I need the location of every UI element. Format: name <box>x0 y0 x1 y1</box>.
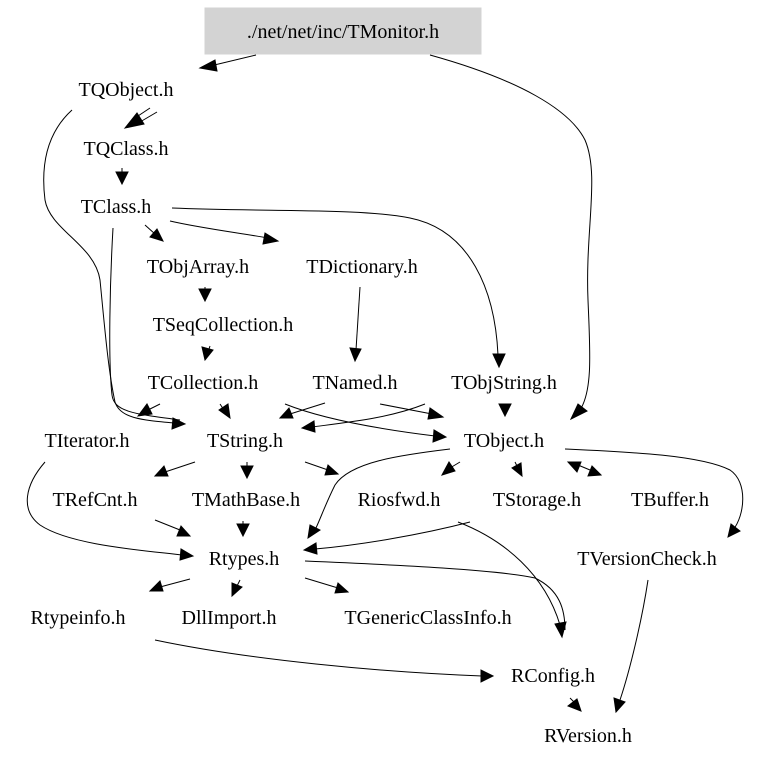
edge-tclass-tobjstring <box>171 207 499 356</box>
arrowhead-tcollection-tobject <box>432 429 448 443</box>
arrowhead-tstring-tmathbase <box>240 465 254 480</box>
arrowhead-tclass-tdictionary <box>262 232 280 245</box>
arrowhead-tmathbase-rtypes <box>236 523 250 538</box>
node-tversioncheck[interactable]: TVersionCheck.h <box>577 548 716 570</box>
edge-tnamed-tstring <box>289 402 326 415</box>
arrowhead-tqobject-tqclass <box>123 112 145 129</box>
edge-trefcnt-rtypes <box>154 519 181 531</box>
edge-tobject-tversioncheck <box>564 448 744 531</box>
node-tnamed[interactable]: TNamed.h <box>313 372 398 394</box>
arrowhead-tmonitor-tqobject <box>198 59 218 72</box>
arrowhead-tstorage-rconfig <box>554 621 567 639</box>
node-tobjstring[interactable]: TObjString.h <box>451 372 557 394</box>
node-tobject[interactable]: TObject.h <box>464 430 544 452</box>
edge-tclass-tdictionary <box>169 220 269 239</box>
edge-tversioncheck-rversion <box>619 579 649 701</box>
node-tgenericclassinfo[interactable]: TGenericClassInfo.h <box>344 607 511 629</box>
node-tseqcollection[interactable]: TSeqCollection.h <box>153 314 294 336</box>
edge-tstorage-rtypes <box>314 521 471 550</box>
node-tstorage[interactable]: TStorage.h <box>493 489 581 511</box>
arrowhead-tobjstring-tstring <box>300 420 316 433</box>
arrowhead-rtypes-tgenericclassinfo <box>334 582 350 594</box>
edge-tnamed-tobject <box>379 403 433 415</box>
node-tmonitor[interactable]: ./net/net/inc/TMonitor.h <box>247 21 439 43</box>
arrowhead-tcollection-tstring <box>218 403 231 420</box>
arrowhead-tobjstring-tobject <box>498 403 512 418</box>
edge-tqobject-tstring <box>43 109 176 424</box>
arrowhead-tclass-tobjarray <box>149 228 164 242</box>
arrowhead-rtypeinfo-rconfig <box>480 669 495 683</box>
arrowhead-tstring-trefcnt <box>153 465 169 477</box>
edge-tstring-riosfwd <box>304 461 329 471</box>
node-tqobject[interactable]: TQObject.h <box>79 79 174 101</box>
edge-rtypes-rconfig <box>304 560 566 631</box>
arrowhead-tqclass-tclass <box>115 171 129 186</box>
edge-rtypes-tgenericclassinfo <box>304 577 339 589</box>
node-tcollection[interactable]: TCollection.h <box>148 372 259 394</box>
arrowhead-rconfig-rversion <box>566 698 582 712</box>
node-tbuffer[interactable]: TBuffer.h <box>631 489 709 511</box>
arrowhead-trefcnt-rtypes <box>176 525 192 537</box>
edge-tstorage-rconfig <box>457 521 561 626</box>
node-tqclass[interactable]: TQClass.h <box>84 138 169 160</box>
root-node-box <box>204 7 482 55</box>
arrowhead-tmonitor-tobject <box>569 403 588 421</box>
node-tobjarray[interactable]: TObjArray.h <box>147 256 249 278</box>
arrowhead-tstring-riosfwd <box>324 464 340 476</box>
node-dllimport[interactable]: DllImport.h <box>182 607 277 629</box>
edge-titerator-rtypes <box>26 461 183 556</box>
node-rversion[interactable]: RVersion.h <box>544 725 632 747</box>
arrowhead-tcollection-titerator <box>136 403 153 417</box>
node-rtypes[interactable]: Rtypes.h <box>209 548 280 570</box>
edge-rtypes-rtypeinfo <box>159 578 191 588</box>
arrowhead-tobject-riosfwd <box>440 461 456 476</box>
arrowhead-tobject-tstorage <box>511 462 523 478</box>
arrowhead-tbuffer-tobject <box>566 461 582 473</box>
arrowhead-tnamed-tstring <box>278 407 294 419</box>
arrowhead-tobjarray-tseqcollection <box>198 288 212 303</box>
node-trefcnt[interactable]: TRefCnt.h <box>53 489 138 511</box>
arrowhead-tobject-tbuffer <box>587 465 603 477</box>
arrowhead-rtypes-dllimport <box>231 582 243 598</box>
node-tmathbase[interactable]: TMathBase.h <box>192 489 300 511</box>
arrowhead-rtypes-rtypeinfo <box>148 580 164 592</box>
edge-tstring-trefcnt <box>164 461 196 473</box>
edge-tobjstring-tstring <box>311 403 426 428</box>
arrowhead-titerator-rtypes <box>179 548 195 561</box>
arrowhead-tversioncheck-rversion <box>613 697 626 714</box>
edge-tobject-rtypes <box>314 448 451 531</box>
arrowhead-tclass-tobjstring <box>492 353 506 369</box>
arrowhead-tobject-rtypes <box>307 524 321 540</box>
header-nodes: ./net/net/inc/TMonitor.h TQObject.h TQCl… <box>31 7 717 747</box>
arrowhead-tnamed-tobject <box>427 407 445 420</box>
node-riosfwd[interactable]: Riosfwd.h <box>358 489 441 511</box>
arrowhead-tstorage-rtypes <box>302 542 318 555</box>
node-rconfig[interactable]: RConfig.h <box>511 665 595 687</box>
edge-tqobject-tqclass-2 <box>139 111 158 123</box>
arrowhead-tqobject-tstring <box>171 417 187 430</box>
node-rtypeinfo[interactable]: Rtypeinfo.h <box>31 607 126 629</box>
node-tclass[interactable]: TClass.h <box>81 196 152 218</box>
edge-tmonitor-tobject <box>429 54 593 411</box>
node-tstring[interactable]: TString.h <box>207 430 283 452</box>
dependency-edges <box>26 54 744 714</box>
arrowhead-tseqcollection-tcollection <box>201 346 214 362</box>
node-tdictionary[interactable]: TDictionary.h <box>306 256 417 278</box>
edge-tdictionary-tnamed <box>355 286 361 351</box>
node-titerator[interactable]: TIterator.h <box>45 430 130 452</box>
arrowhead-tdictionary-tnamed <box>349 347 362 363</box>
edge-rtypeinfo-rconfig <box>154 639 483 677</box>
arrowhead-tobject-tversioncheck <box>727 523 741 538</box>
